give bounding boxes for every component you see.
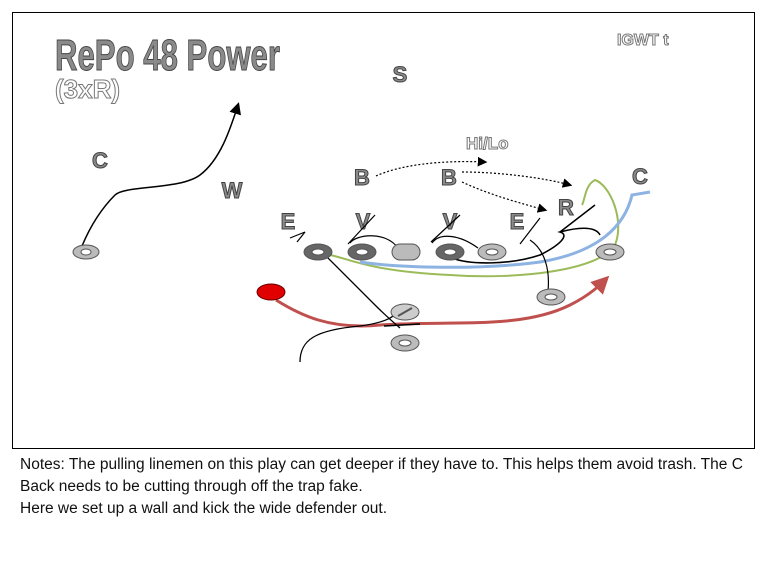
defender-c-right: C	[632, 164, 648, 189]
defender-b1: B	[354, 165, 370, 190]
block-lines	[296, 214, 550, 292]
black-pull-route	[451, 227, 601, 264]
offense-player-center	[443, 248, 457, 256]
tag-label: IGWT t	[617, 32, 669, 49]
defender-b2: B	[441, 165, 457, 190]
blue-pull-route	[359, 190, 651, 269]
defender-v1: V	[356, 209, 371, 234]
defender-s: S	[393, 62, 408, 87]
offense-player-center	[485, 248, 499, 256]
offense-player-center	[311, 248, 325, 256]
center	[391, 243, 421, 261]
block-mark	[383, 323, 421, 327]
play-diagram: RePo 48 Power (3xR) IGWT t Hi/Lo S C W B…	[55, 31, 670, 363]
green-pull-route	[314, 178, 620, 278]
defender-w: W	[222, 178, 243, 203]
notes: Notes: The pulling linemen on this play …	[20, 454, 750, 520]
hi-lo-label: Hi/Lo	[466, 134, 509, 153]
play-title: RePo 48 Power	[55, 31, 280, 80]
offense-player-center	[544, 293, 558, 301]
e1-block-route	[317, 247, 401, 329]
c-back-route	[81, 102, 241, 247]
notes-line-1: Notes: The pulling linemen on this play …	[20, 456, 743, 495]
block-mark	[289, 231, 306, 239]
b2-arrow-high	[461, 171, 573, 188]
ball-carrier-route	[275, 275, 610, 328]
block-curves	[349, 235, 479, 249]
defender-v2: V	[443, 209, 458, 234]
formation-label: (3xR)	[55, 74, 120, 104]
offense-player-center	[398, 339, 412, 347]
defender-e1: E	[281, 209, 296, 234]
defender-e2: E	[510, 209, 525, 234]
b1-hi-lo-arrow	[375, 156, 488, 177]
block-mark	[559, 204, 596, 233]
b2-arrow-low	[461, 181, 548, 213]
notes-line-2: Here we set up a wall and kick the wide …	[20, 500, 388, 517]
quarterback-stripe	[397, 307, 413, 317]
offense-player-center	[355, 248, 369, 256]
ball-carrier	[256, 283, 286, 301]
defender-c-left: C	[92, 148, 108, 173]
offense-player-center	[80, 248, 92, 256]
play-diagram-frame	[12, 12, 755, 449]
defender-r: R	[558, 195, 574, 220]
offense-player-center	[603, 248, 617, 256]
